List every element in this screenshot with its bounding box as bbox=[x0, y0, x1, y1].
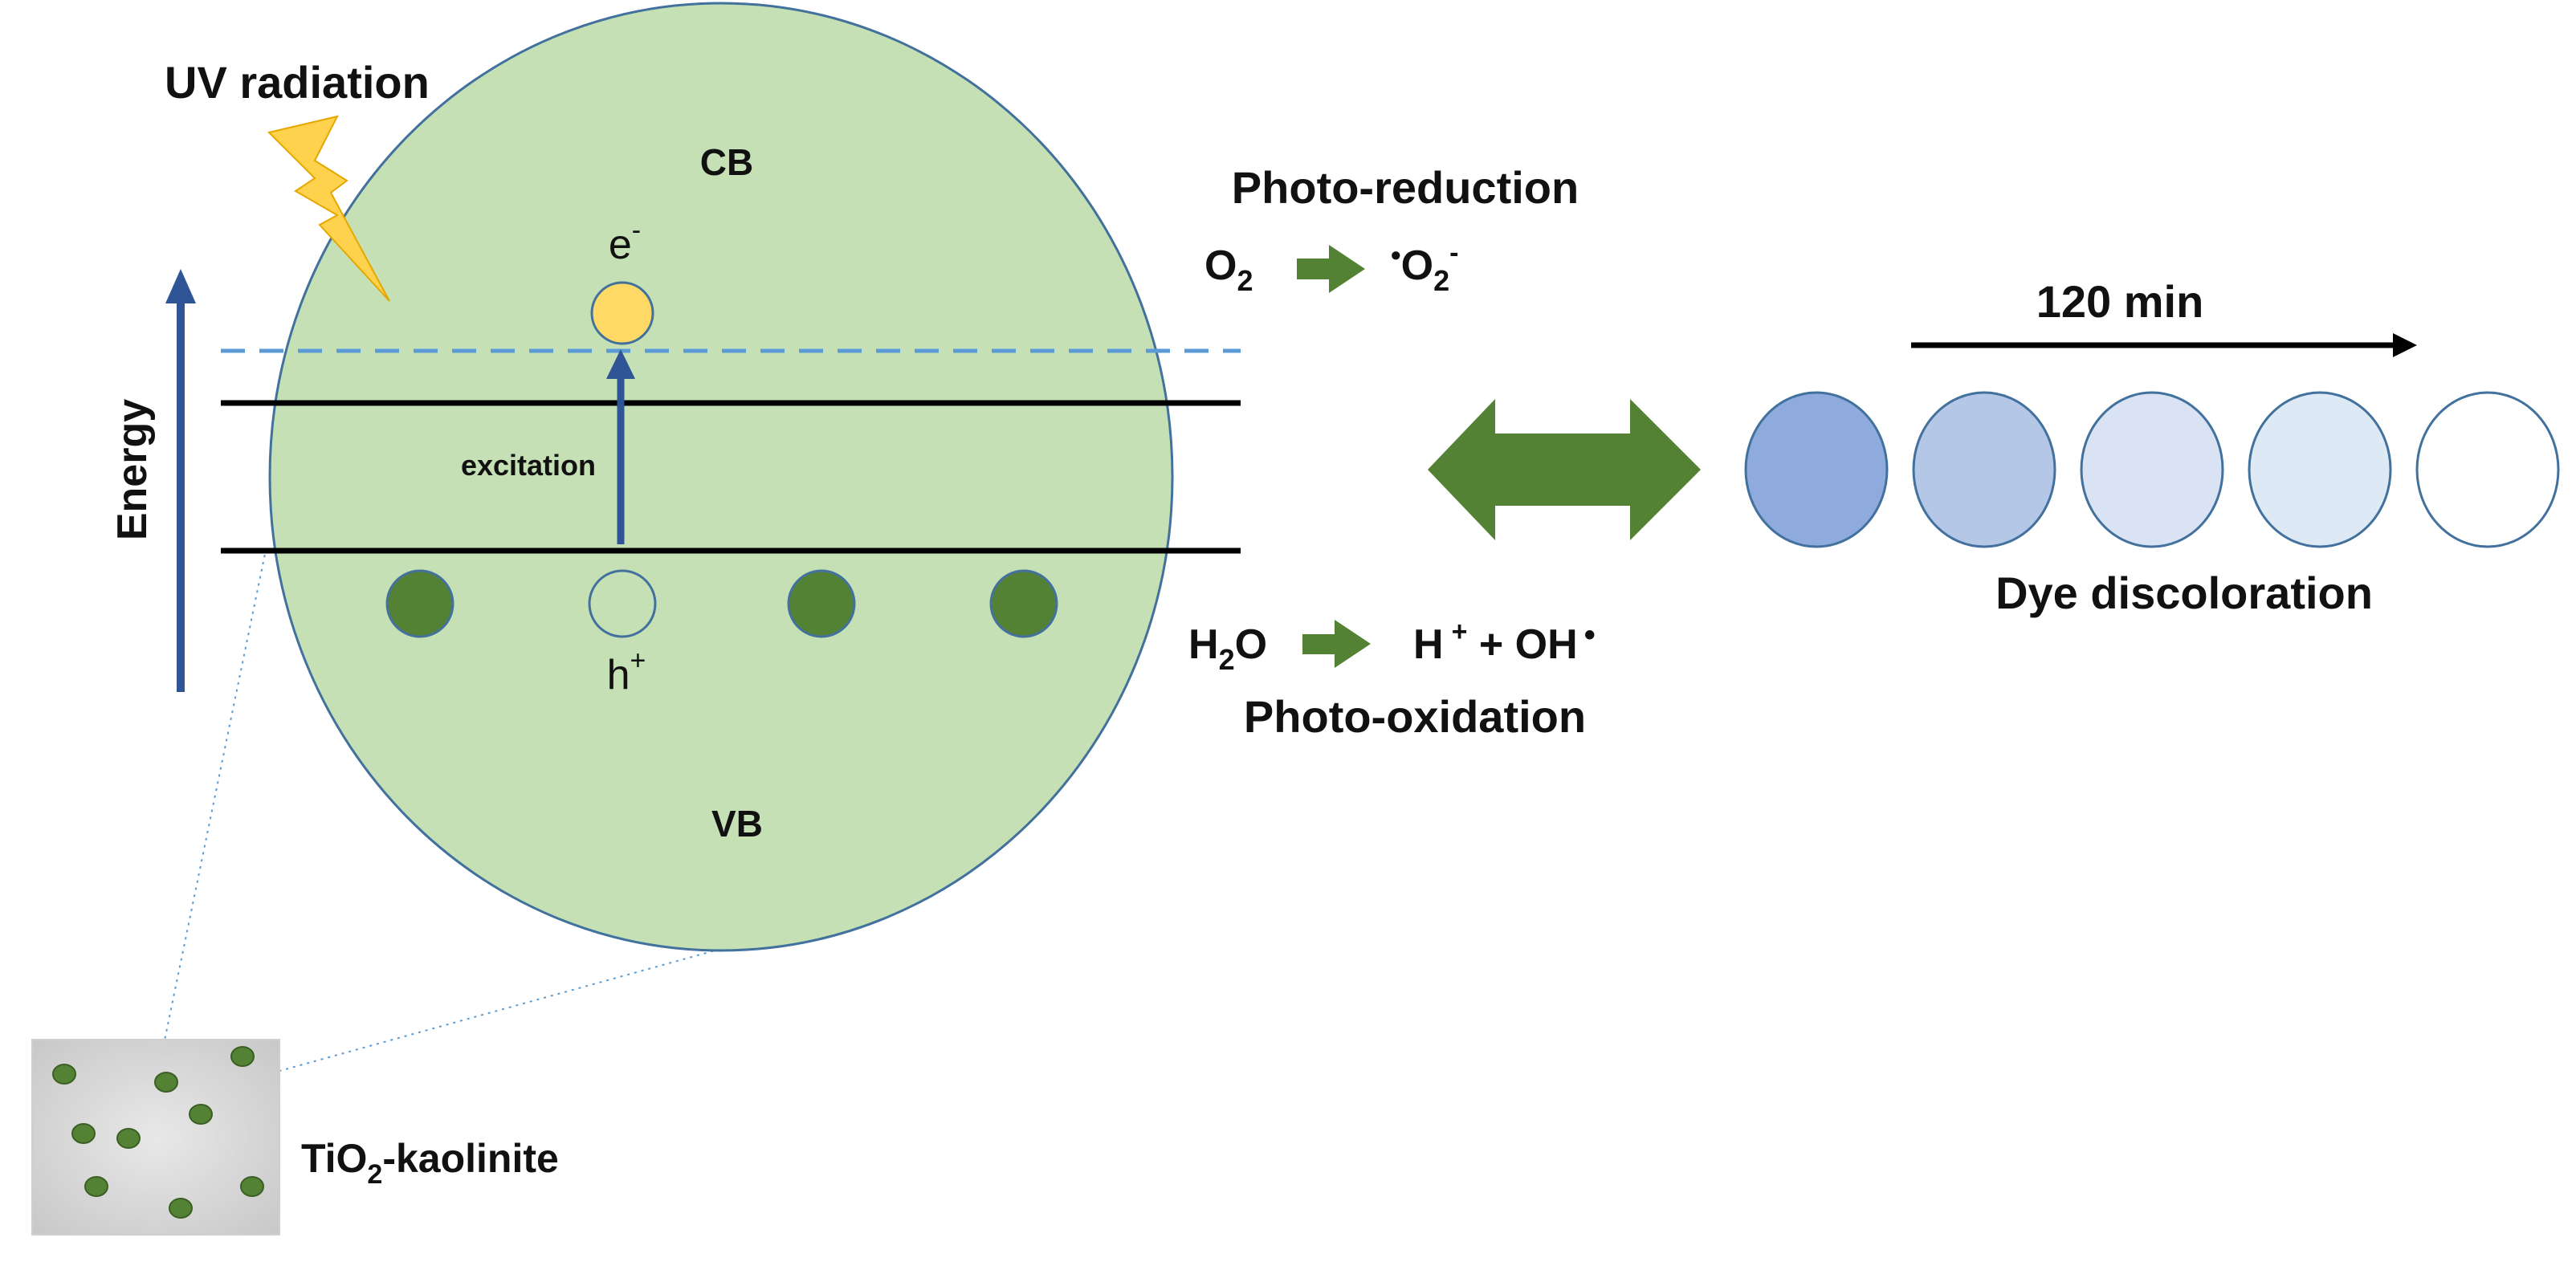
inset-particle bbox=[240, 1176, 264, 1197]
vb-label: VB bbox=[711, 803, 763, 845]
reduction-arrow bbox=[1297, 245, 1365, 293]
dye-swatch bbox=[1744, 391, 1889, 548]
hole-label: h+ bbox=[607, 645, 646, 698]
oxidation-arrow bbox=[1302, 620, 1371, 668]
tio2-particle bbox=[268, 2, 1174, 952]
reduction-product: •O2- bbox=[1391, 238, 1458, 297]
inset-particle bbox=[230, 1046, 255, 1067]
inset-particle bbox=[52, 1064, 76, 1085]
equilibrium-double-arrow bbox=[1428, 399, 1701, 540]
inset-particle bbox=[169, 1198, 193, 1219]
inset-particles bbox=[52, 1046, 264, 1219]
vb-electron-dot bbox=[385, 569, 454, 638]
time-label: 120 min bbox=[2036, 276, 2204, 327]
photo-oxidation-title: Photo-oxidation bbox=[1244, 691, 1586, 742]
energy-arrowhead bbox=[165, 269, 196, 303]
lightning-bolt-icon bbox=[267, 115, 390, 302]
uv-radiation-label: UV radiation bbox=[165, 57, 430, 108]
dye-swatch bbox=[1912, 391, 2056, 548]
dye-swatch bbox=[2248, 391, 2392, 548]
inset-particle bbox=[116, 1128, 141, 1149]
inset-particle bbox=[189, 1104, 213, 1125]
reduction-reactant: O2 bbox=[1204, 242, 1253, 297]
excitation-arrowhead bbox=[606, 349, 635, 379]
photo-reduction-title: Photo-reduction bbox=[1232, 162, 1579, 213]
zoom-line-left bbox=[160, 553, 266, 1060]
oxidation-reactant: H2O bbox=[1188, 621, 1267, 676]
vb-electron-dot bbox=[787, 569, 856, 638]
vb-electron-dot bbox=[989, 569, 1058, 638]
electron bbox=[590, 281, 654, 345]
dye-discoloration-caption: Dye discoloration bbox=[1995, 568, 2373, 618]
dye-swatch bbox=[2080, 391, 2224, 548]
oxidation-product: H+ + OH• bbox=[1413, 617, 1596, 668]
hole bbox=[588, 569, 657, 638]
tio2-kaolinite-label: TiO2-kaolinite bbox=[301, 1136, 559, 1190]
electron-label: e- bbox=[609, 215, 641, 268]
time-arrowhead bbox=[2393, 333, 2417, 357]
inset-particle bbox=[84, 1176, 108, 1197]
inset-particle bbox=[71, 1123, 96, 1144]
cb-label: CB bbox=[700, 141, 753, 183]
excitation-label: excitation bbox=[461, 449, 596, 482]
dye-swatch bbox=[2415, 391, 2560, 548]
energy-label: Energy bbox=[109, 399, 156, 540]
inset-particle bbox=[154, 1072, 178, 1093]
dye-swatch-row bbox=[1744, 391, 2560, 548]
